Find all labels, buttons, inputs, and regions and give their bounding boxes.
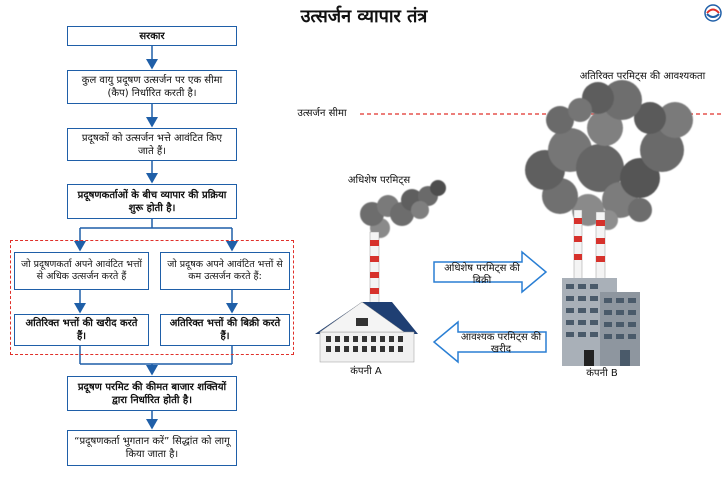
logo-icon <box>704 4 722 22</box>
need-permits-label: अतिरिक्त परमिट्स की आवश्यकता <box>579 71 706 82</box>
buy-permits-arrow <box>432 320 547 364</box>
diagram-title: उत्सर्जन व्यापार तंत्र <box>300 6 428 27</box>
flow-step-government: सरकार <box>67 26 237 46</box>
company-b-label: कंपनी B <box>586 368 618 379</box>
smoke-company-b <box>525 80 693 230</box>
flow-result-buy: अतिरिक्त भत्तों की खरीद करते हैं। <box>14 314 149 346</box>
flow-branch-over-emitters: जो प्रदूषणकर्ता अपने आवंटित भत्तों से अध… <box>14 252 149 290</box>
flow-step-allocation: प्रदूषकों को उत्सर्जन भत्ते आवंटित किए ज… <box>67 128 237 161</box>
chimney-company-a <box>369 231 380 313</box>
surplus-permits-label: अधिशेष परमिट्स <box>347 175 411 186</box>
flow-step-polluter-pays: “प्रदूषणकर्ता भुगतान करें” सिद्धांत को ल… <box>67 430 237 466</box>
building-company-b <box>562 278 640 366</box>
flow-branch-under-emitters: जो प्रदूषक अपने आवंटित भत्तों से कम उत्स… <box>160 252 290 290</box>
flow-result-sell: अतिरिक्त भत्तों की बिक्री करते हैं। <box>160 314 290 346</box>
flow-step-trading-starts: प्रदूषणकर्ताओं के बीच व्यापार की प्रक्रि… <box>67 184 237 219</box>
flow-step-price: प्रदूषण परमिट की कीमत बाजार शक्तियों द्व… <box>67 376 237 411</box>
smoke-company-a <box>360 180 446 238</box>
sell-permits-arrow <box>433 250 548 294</box>
factory-company-a <box>315 301 418 363</box>
company-a-label: कंपनी A <box>350 366 382 377</box>
sell-permits-label: अधिशेष परमिट्स की बिक्री <box>444 263 520 286</box>
buy-permits-label: आवश्यक परमिट्स की खरीद <box>460 332 542 355</box>
emission-cap-label: उत्सर्जन सीमा <box>297 108 347 119</box>
flow-step-cap: कुल वायु प्रदूषण उत्सर्जन पर एक सीमा (कै… <box>67 70 237 104</box>
trading-section-border <box>10 240 294 355</box>
